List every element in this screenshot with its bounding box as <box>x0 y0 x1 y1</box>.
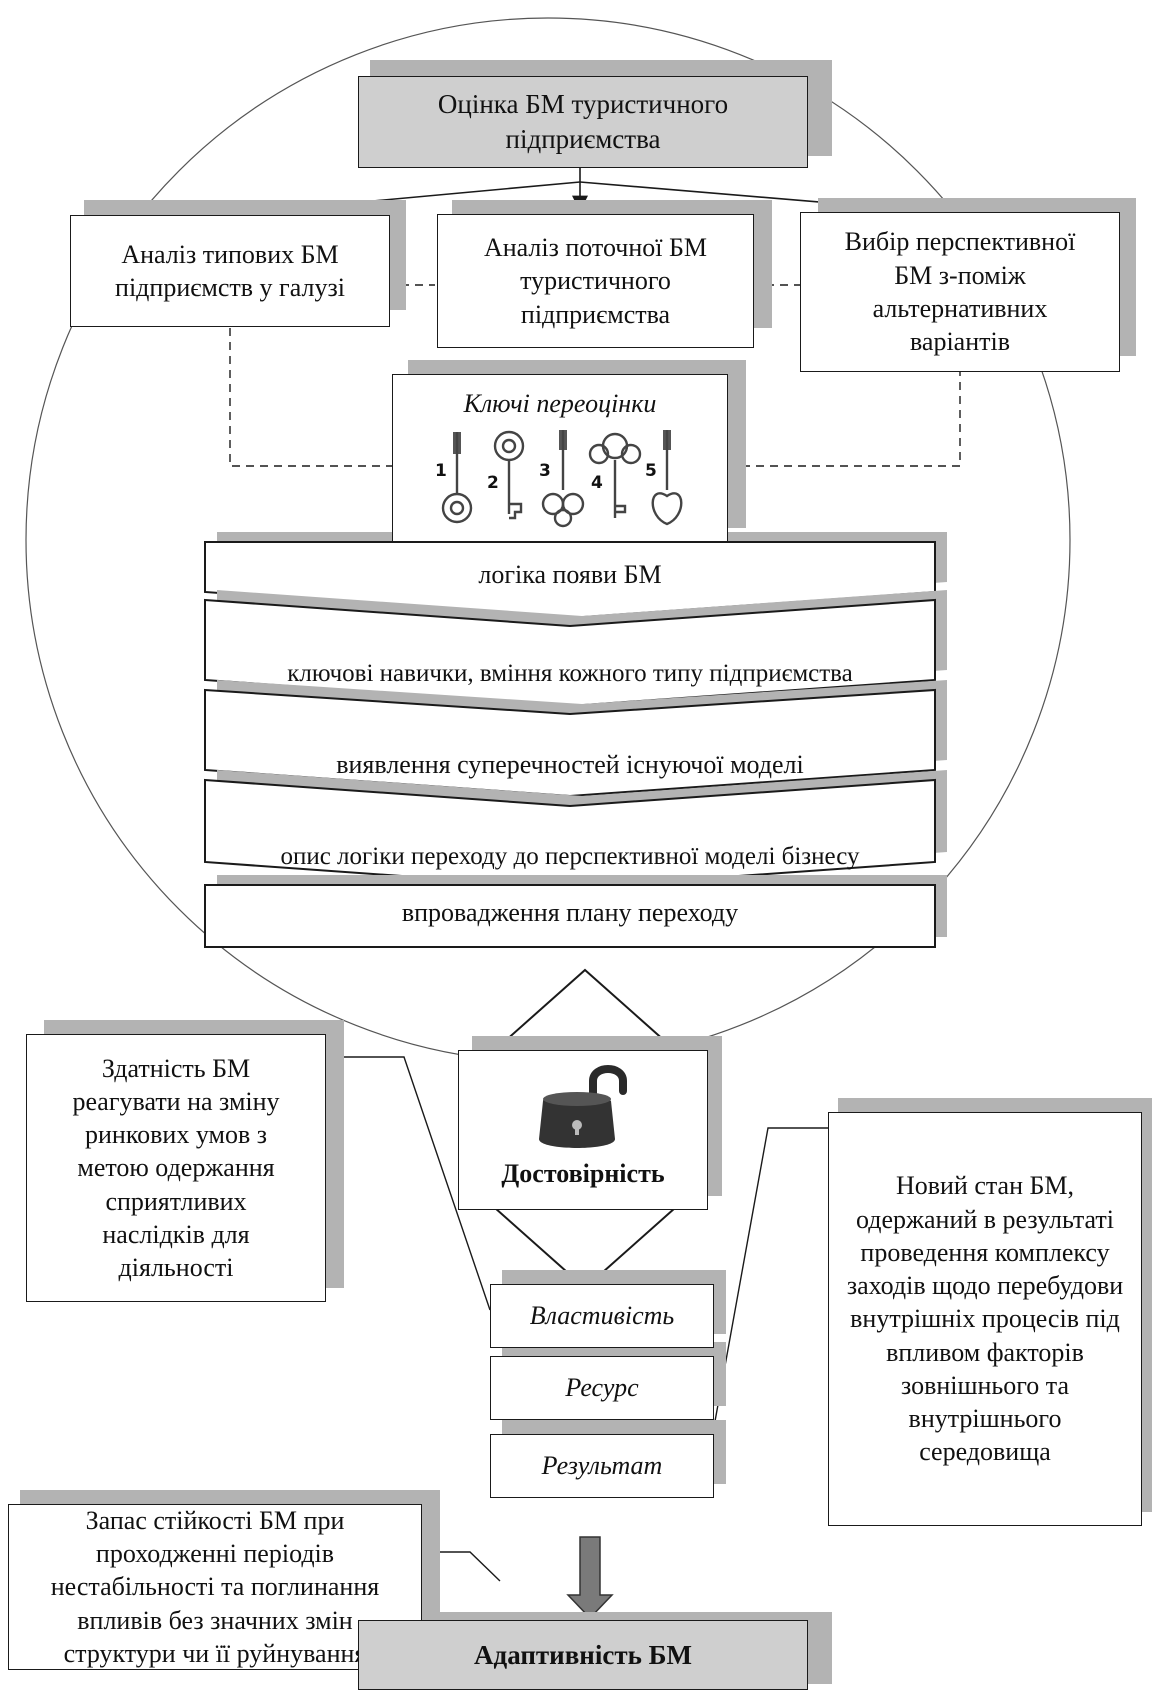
dashed-link-right-keys <box>730 368 961 467</box>
property-label: Властивість <box>529 1301 675 1331</box>
stage-label-2: ключові навички, вміння кожного типу під… <box>287 660 853 687</box>
padlock-icon <box>539 1065 627 1148</box>
key-number-1: 1 <box>435 461 447 481</box>
resource-box: Ресурс <box>490 1356 714 1420</box>
ability-description: Здатність БМ реагувати на зміну ринкових… <box>72 1053 280 1283</box>
keys-title: Ключі переоцінки <box>463 389 657 418</box>
top-title-box: Оцінка БМ туристичного підприємства <box>358 76 808 168</box>
stage-label-1: логіка появи БМ <box>478 560 662 589</box>
key-number-5: 5 <box>645 461 657 481</box>
dashed-link-left-keys <box>229 328 392 467</box>
analysis-right-text: Вибір перспективної БМ з-поміж альтернат… <box>844 227 1076 357</box>
connector-ability-property <box>340 1056 491 1311</box>
ability-description-box: Здатність БМ реагувати на зміну ринкових… <box>26 1034 326 1302</box>
stage-label-5: впровадження плану переходу <box>401 898 739 927</box>
key-2-icon <box>493 431 525 520</box>
stage-bands <box>204 532 947 948</box>
resource-label: Ресурс <box>565 1373 639 1403</box>
keys-illustration: 1 2 3 4 5 <box>435 430 683 528</box>
reserve-description: Запас стійкості БМ при проходженні періо… <box>50 1505 380 1668</box>
key-number-3: 3 <box>539 461 551 481</box>
reliability-label: Достовірність <box>501 1159 665 1188</box>
stage-band-3-front <box>204 688 936 798</box>
bottom-title: Адаптивність БМ <box>474 1639 692 1670</box>
analysis-left-text: Аналіз типових БМ підприємств у галузі <box>115 239 345 302</box>
stage-label-4: опис логіки переходу до перспективної мо… <box>280 843 860 870</box>
analysis-center-text: Аналіз поточної БМ туристичного підприєм… <box>483 233 708 329</box>
newstate-description-box: Новий стан БМ, одержаний в результаті пр… <box>828 1112 1142 1526</box>
connector-newstate-result <box>707 1127 835 1461</box>
top-title: Оцінка БМ туристичного підприємства <box>437 89 729 154</box>
stage-band-4-front <box>204 778 936 890</box>
arrow-to-adaptivity <box>566 1536 614 1620</box>
key-1-icon <box>441 432 473 524</box>
key-number-2: 2 <box>487 473 499 493</box>
analysis-center-box: Аналіз поточної БМ туристичного підприєм… <box>437 214 754 348</box>
reserve-description-box: Запас стійкості БМ при проходженні періо… <box>8 1504 422 1670</box>
connector-reserve-resource <box>440 1551 501 1582</box>
result-box: Результат <box>490 1434 714 1498</box>
result-label: Результат <box>541 1451 663 1481</box>
stage-band-5-front <box>204 884 936 948</box>
key-3-icon <box>541 430 585 528</box>
key-number-4: 4 <box>591 473 603 493</box>
analysis-right-box: Вибір перспективної БМ з-поміж альтернат… <box>800 212 1120 372</box>
stage-label-3: виявлення суперечностей існуючої моделі <box>336 750 804 779</box>
reliability-box: Достовірність <box>458 1050 708 1210</box>
bottom-title-box: Адаптивність БМ <box>358 1620 808 1690</box>
key-5-icon <box>651 430 683 526</box>
property-box: Властивість <box>490 1284 714 1348</box>
keys-box: Ключі переоцінки <box>392 374 728 542</box>
key-4-icon <box>588 433 642 519</box>
analysis-left-box: Аналіз типових БМ підприємств у галузі <box>70 215 390 327</box>
newstate-description: Новий стан БМ, одержаний в результаті пр… <box>846 1171 1124 1467</box>
stage-band-2-front <box>204 598 936 708</box>
